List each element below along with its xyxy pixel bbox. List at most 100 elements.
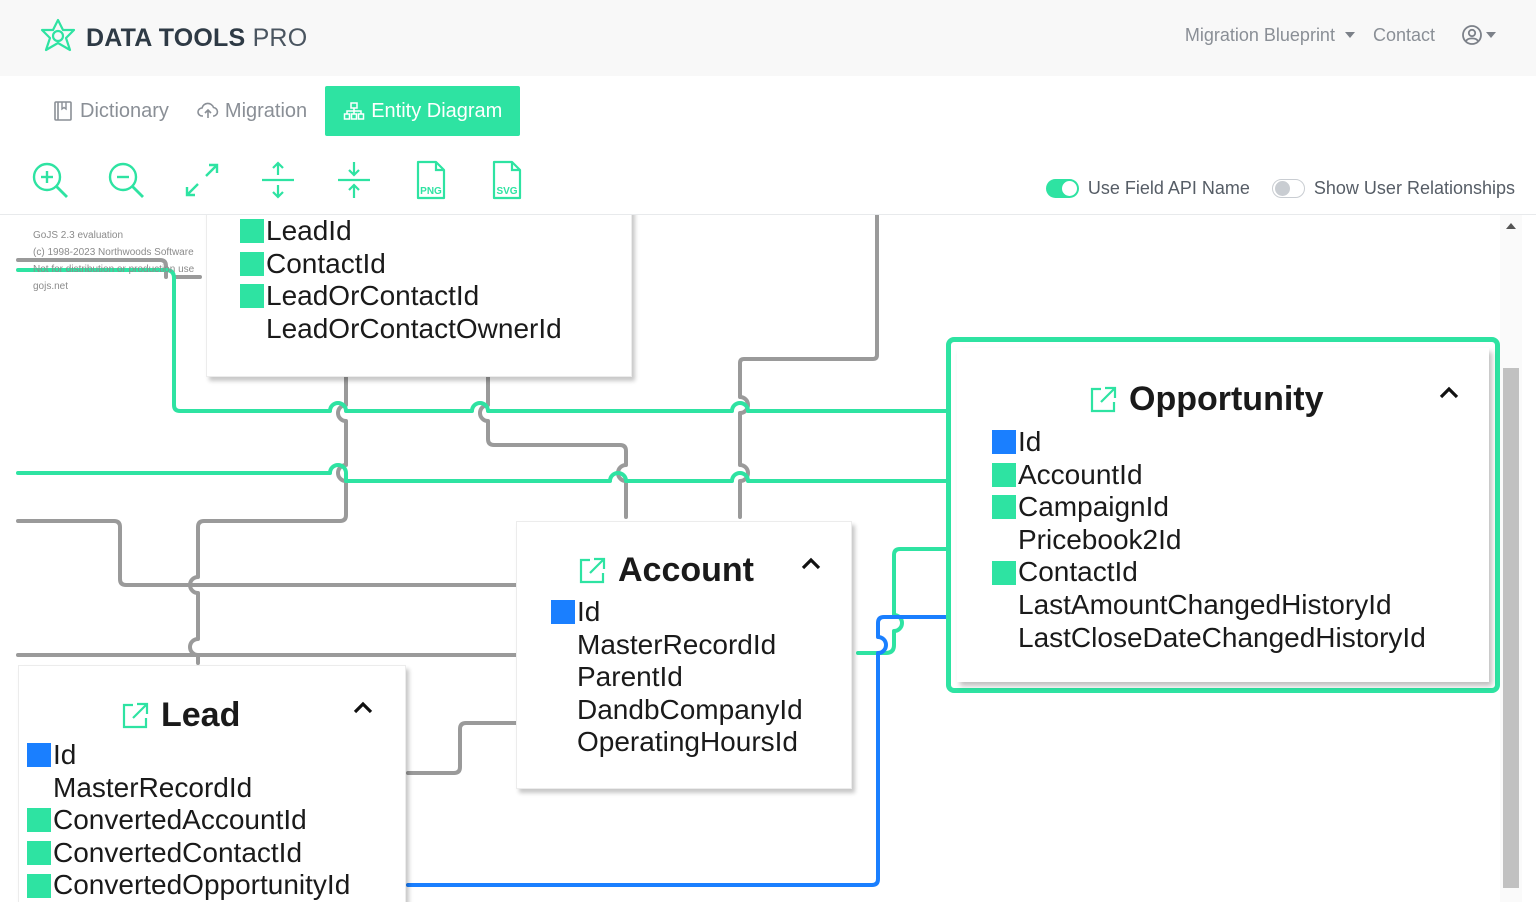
entity-field[interactable]: AccountId xyxy=(992,459,1426,492)
field-name: ContactId xyxy=(1018,556,1138,588)
entity-field[interactable]: OperatingHoursId xyxy=(551,726,803,759)
external-link-icon[interactable] xyxy=(1087,384,1119,416)
entity-node-partial[interactable]: LeadId ContactId LeadOrContactId LeadOrC… xyxy=(206,215,632,377)
relationship-link xyxy=(16,268,956,413)
entity-field[interactable]: Id xyxy=(551,596,803,629)
no-key-spacer xyxy=(551,698,575,722)
field-name: OperatingHoursId xyxy=(577,726,799,758)
entity-field[interactable]: LeadOrContactOwnerId xyxy=(240,313,562,346)
migration-blueprint-label: Migration Blueprint xyxy=(1184,24,1335,45)
entity-field[interactable]: LeadId xyxy=(240,215,562,248)
external-link-icon[interactable] xyxy=(119,700,151,732)
entity-field-list: Id AccountId CampaignId Pricebook2Id Con… xyxy=(992,426,1426,654)
entity-field[interactable]: LastCloseDateChangedHistoryId xyxy=(992,622,1426,655)
fit-to-screen-button[interactable] xyxy=(180,158,224,202)
collapse-chevron-icon[interactable] xyxy=(800,553,822,575)
entity-field[interactable]: MasterRecordId xyxy=(551,629,803,662)
field-name: ConvertedAccountId xyxy=(53,804,307,836)
field-name: LastAmountChangedHistoryId xyxy=(1018,588,1392,620)
scrollbar-thumb[interactable] xyxy=(1503,368,1519,888)
foreign-key-icon xyxy=(992,462,1016,487)
entity-field[interactable]: Id xyxy=(992,426,1426,459)
contact-link[interactable]: Contact xyxy=(1373,25,1435,46)
expand-arrows-icon xyxy=(185,163,219,197)
field-name: ParentId xyxy=(577,661,683,693)
entity-field[interactable]: ConvertedContactId xyxy=(27,837,350,870)
expand-vertical-icon xyxy=(262,161,294,199)
zoom-in-button[interactable] xyxy=(28,158,72,202)
entity-field[interactable]: MasterRecordId xyxy=(27,772,350,805)
zoom-in-icon xyxy=(32,162,68,198)
export-png-button[interactable]: PNG xyxy=(408,158,452,202)
caret-down-icon xyxy=(1344,32,1355,38)
scroll-up-arrow-icon[interactable] xyxy=(1506,223,1516,229)
entity-title: Account xyxy=(576,551,754,590)
zoom-out-icon xyxy=(108,162,144,198)
brand-name: DATA TOOLS PRO xyxy=(86,24,307,53)
entity-field[interactable]: ContactId xyxy=(240,248,562,281)
entity-node-opportunity[interactable]: Opportunity Id AccountId CampaignId Pric… xyxy=(946,337,1500,693)
field-name: ConvertedContactId xyxy=(53,836,303,868)
no-key-spacer xyxy=(992,626,1016,650)
zoom-out-button[interactable] xyxy=(104,158,148,202)
entity-field[interactable]: ConvertedOpportunityId xyxy=(27,869,350,902)
nav-right: Migration Blueprint Contact xyxy=(1185,24,1496,46)
use-field-api-name-toggle[interactable]: Use Field API Name xyxy=(1045,178,1250,199)
flower-logo-icon xyxy=(40,18,76,52)
watermark-line: (c) 1998-2023 Northwoods Software xyxy=(33,247,194,258)
no-key-spacer xyxy=(992,593,1016,617)
entity-field[interactable]: LeadOrContactId xyxy=(240,280,562,313)
entity-field[interactable]: ParentId xyxy=(551,661,803,694)
svg-label: SVG xyxy=(496,186,517,197)
entity-field[interactable]: CampaignId xyxy=(992,491,1426,524)
toggle-label: Use Field API Name xyxy=(1087,178,1250,198)
toggle-switch-off[interactable] xyxy=(1271,179,1305,198)
no-key-spacer xyxy=(27,776,51,800)
expand-all-button[interactable] xyxy=(256,158,300,202)
relationship-link xyxy=(406,615,956,887)
entity-field[interactable]: Id xyxy=(27,739,350,772)
entity-field[interactable]: ContactId xyxy=(992,556,1426,589)
watermark-line: GoJS 2.3 evaluation xyxy=(33,230,124,241)
caret-down-icon xyxy=(1486,32,1496,38)
brand[interactable]: DATA TOOLS PRO xyxy=(36,16,307,60)
toggle-knob xyxy=(1274,181,1290,196)
foreign-key-icon xyxy=(27,808,51,833)
collapse-vertical-icon xyxy=(338,162,370,198)
entity-field[interactable]: DandbCompanyId xyxy=(551,694,803,727)
external-link-icon[interactable] xyxy=(576,555,608,587)
png-file-icon: PNG xyxy=(416,160,446,200)
no-key-spacer xyxy=(551,633,575,657)
field-name: AccountId xyxy=(1018,458,1143,490)
entity-field[interactable]: Pricebook2Id xyxy=(992,524,1426,557)
entity-node-account[interactable]: Account Id MasterRecordId ParentId Dandb… xyxy=(516,521,852,789)
entity-node-lead[interactable]: Lead Id MasterRecordId ConvertedAccountI… xyxy=(18,665,406,902)
relationship-link xyxy=(738,215,879,519)
tab-dictionary[interactable]: Dictionary xyxy=(42,86,187,136)
entity-field[interactable]: ConvertedAccountId xyxy=(27,804,350,837)
export-svg-button[interactable]: SVG xyxy=(484,158,528,202)
show-user-relationships-toggle[interactable]: Show User Relationships xyxy=(1271,178,1515,199)
svg-file-icon: SVG xyxy=(492,160,522,200)
watermark-line: Not for distribution or production use xyxy=(33,264,195,275)
entity-field[interactable]: LastAmountChangedHistoryId xyxy=(992,589,1426,622)
collapse-all-button[interactable] xyxy=(332,158,376,202)
migration-blueprint-dropdown[interactable]: Migration Blueprint xyxy=(1185,25,1355,46)
field-name: ContactId xyxy=(266,247,386,279)
collapse-chevron-icon[interactable] xyxy=(352,697,374,719)
primary-key-icon xyxy=(551,600,575,625)
tab-entity-diagram[interactable]: Entity Diagram xyxy=(325,86,521,136)
collapse-chevron-icon[interactable] xyxy=(1438,382,1460,404)
entity-title-text: Account xyxy=(618,551,754,589)
toggle-label: Show User Relationships xyxy=(1313,178,1515,198)
field-name: LeadOrContactOwnerId xyxy=(266,312,562,344)
user-menu-dropdown[interactable] xyxy=(1461,24,1496,46)
entity-field-list: LeadId ContactId LeadOrContactId LeadOrC… xyxy=(240,215,562,345)
gojs-watermark: GoJS 2.3 evaluation (c) 1998-2023 Northw… xyxy=(33,227,194,295)
vertical-scrollbar[interactable] xyxy=(1500,215,1522,902)
foreign-key-icon xyxy=(27,873,51,898)
relationship-links xyxy=(16,215,956,887)
entity-diagram-canvas[interactable]: GoJS 2.3 evaluation (c) 1998-2023 Northw… xyxy=(0,214,1536,902)
toggle-switch-on[interactable] xyxy=(1045,179,1079,198)
tab-migration[interactable]: Migration xyxy=(187,86,325,136)
